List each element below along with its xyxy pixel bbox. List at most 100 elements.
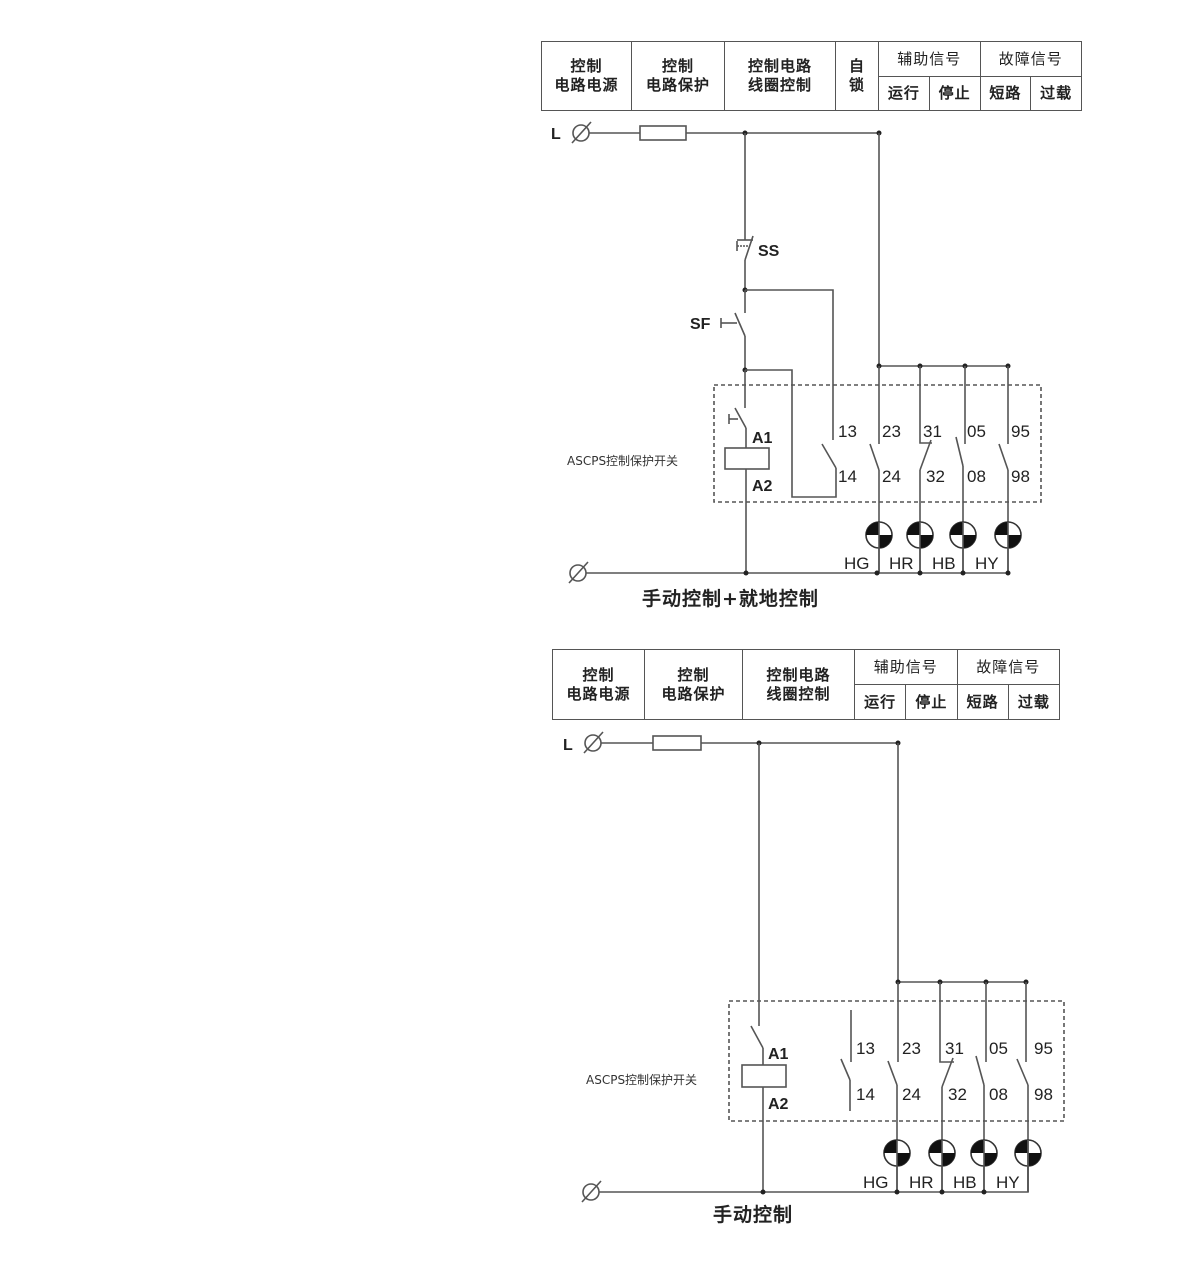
- start-button-sf-icon: [720, 312, 746, 370]
- diagram-2: L A1 A2: [563, 731, 1065, 1203]
- lamp-hy-icon: [994, 520, 1022, 573]
- lamp-label-hg: HG: [863, 1173, 889, 1192]
- terminal-icon: [568, 561, 589, 584]
- diagram-1: L SS SF: [551, 121, 1042, 584]
- junction-dot: [981, 1189, 987, 1195]
- contact-label: 23: [882, 422, 901, 441]
- contact-label: 08: [967, 467, 986, 486]
- contact-label: 13: [856, 1039, 875, 1058]
- contact-label: 32: [948, 1085, 967, 1104]
- header-table-2: 控制电路电源 控制电路保护 控制电路线圈控制 辅助信号 故障信号 运行 停止 短…: [552, 649, 1061, 720]
- device-boundary: [728, 1000, 1065, 1122]
- contact-label: 05: [967, 422, 986, 441]
- contact-label: 23: [902, 1039, 921, 1058]
- junction-dot: [743, 570, 749, 576]
- diagram-caption: 手动控制: [713, 1204, 794, 1226]
- contact-label: 31: [923, 422, 942, 441]
- col-run: 运行: [853, 684, 907, 720]
- lamp-hg-icon: [883, 1139, 911, 1192]
- contact-label: 31: [945, 1039, 964, 1058]
- contact-label: 14: [838, 467, 857, 486]
- junction-dot: [874, 570, 880, 576]
- contact-23-24-icon: [887, 982, 899, 1140]
- col-aux: 辅助信号: [878, 41, 981, 77]
- contact-13-14-icon: [840, 1010, 852, 1111]
- contact-23-24-icon: [869, 366, 880, 520]
- col-stop: 停止: [905, 684, 958, 720]
- neutral-wire: [599, 1140, 1029, 1193]
- lamp-label-hb: HB: [953, 1173, 977, 1192]
- lamp-label-hy: HY: [975, 554, 999, 573]
- contact-numbers: 13 23 31 05 95 14 24 32 08 98: [856, 1039, 1053, 1104]
- col-run: 运行: [878, 76, 930, 111]
- junction-dot: [760, 1189, 766, 1195]
- contact-95-98-icon: [1016, 982, 1029, 1140]
- contact-label: 24: [902, 1085, 921, 1104]
- device-label: ASCPS控制保护开关: [586, 1073, 698, 1087]
- col-fault: 故障信号: [979, 41, 1082, 77]
- contact-numbers: 13 23 31 05 95 14 24 32 08 98: [838, 422, 1030, 486]
- contact-31-32-icon: [939, 982, 954, 1140]
- col-overload: 过载: [1007, 684, 1061, 720]
- col-overload: 过载: [1030, 76, 1082, 111]
- lamp-labels: HG HR HB HY: [844, 554, 999, 573]
- junction-dot: [1005, 570, 1011, 576]
- lamp-hr-icon: [928, 1139, 956, 1192]
- diagram-caption: 手动控制+就地控制: [642, 588, 819, 610]
- lamp-label-hr: HR: [889, 554, 914, 573]
- contact-label: 32: [926, 467, 945, 486]
- col-selflock: 自锁: [835, 41, 879, 111]
- contact-label: 14: [856, 1085, 875, 1104]
- coil-icon: [741, 1064, 787, 1088]
- lamp-hg-icon: [865, 520, 893, 573]
- coil-switch-icon: [728, 407, 747, 448]
- lamp-label-hg: HG: [844, 554, 870, 573]
- lamp-labels: HG HR HB HY: [863, 1173, 1020, 1192]
- terminal-icon: [583, 731, 604, 754]
- indicator-lamps: [865, 520, 1022, 573]
- col-power: 控制电路电源: [541, 41, 632, 111]
- contact-31-32-icon: [919, 366, 932, 520]
- terminal-icon: [571, 121, 592, 144]
- coil-terminal-a1: A1: [768, 1046, 789, 1063]
- contact-label: 24: [882, 467, 901, 486]
- device-label: ASCPS控制保护开关: [567, 454, 679, 468]
- col-power: 控制电路电源: [552, 649, 645, 720]
- col-stop: 停止: [928, 76, 981, 111]
- lamp-label-hy: HY: [996, 1173, 1020, 1192]
- lamp-label-hb: HB: [932, 554, 956, 573]
- contact-label: 98: [1011, 467, 1030, 486]
- junction-dot: [939, 1189, 945, 1195]
- contact-05-08-icon: [975, 982, 987, 1140]
- contact-label: 08: [989, 1085, 1008, 1104]
- lamp-hb-icon: [970, 1139, 998, 1192]
- junction-dot: [894, 1189, 900, 1195]
- coil-terminal-a2: A2: [768, 1096, 789, 1113]
- lamp-label-hr: HR: [909, 1173, 934, 1192]
- terminal-icon: [581, 1180, 602, 1203]
- start-button-label: SF: [690, 316, 711, 333]
- wire: [745, 289, 834, 440]
- lamp-hr-icon: [906, 520, 934, 573]
- col-fault: 故障信号: [956, 649, 1060, 685]
- col-coil: 控制电路线圈控制: [742, 649, 855, 720]
- wire: [745, 369, 837, 498]
- contact-label: 95: [1011, 422, 1030, 441]
- fuse-icon: [639, 125, 687, 141]
- line-label: L: [551, 126, 561, 143]
- col-short: 短路: [956, 684, 1009, 720]
- device-boundary: [713, 384, 1042, 503]
- col-protect: 控制电路保护: [644, 649, 743, 720]
- contact-label: 13: [838, 422, 857, 441]
- contact-label: 95: [1034, 1039, 1053, 1058]
- col-short: 短路: [979, 76, 1032, 111]
- line-label: L: [563, 737, 573, 754]
- coil-terminal-a1: A1: [752, 430, 773, 447]
- col-coil: 控制电路线圈控制: [724, 41, 836, 111]
- header-table-1: 控制电路电源 控制电路保护 控制电路线圈控制 自锁 辅助信号 故障信号 运行 停…: [541, 41, 1082, 111]
- contact-label: 05: [989, 1039, 1008, 1058]
- stop-button-ss-icon: [736, 235, 754, 290]
- coil-switch-icon: [750, 1025, 764, 1065]
- contact-95-98-icon: [998, 366, 1009, 520]
